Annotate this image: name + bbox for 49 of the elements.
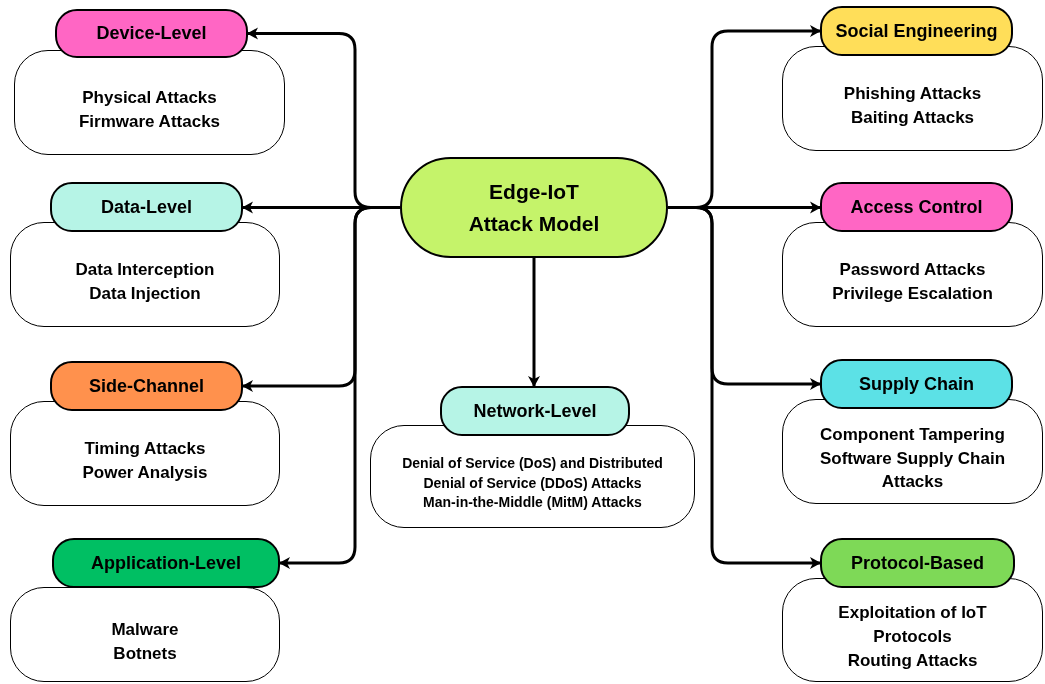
item-text: Baiting Attacks — [850, 106, 975, 129]
category-title: Data-Level — [100, 195, 192, 219]
item-text: Privilege Escalation — [832, 282, 993, 305]
item-text: Botnets — [113, 642, 177, 665]
category-title: Access Control — [850, 195, 983, 219]
title-text: Edge-IoT Attack Model — [467, 179, 601, 237]
category-pill — [820, 182, 1013, 232]
rounded-box — [10, 401, 280, 506]
category-title: Side-Channel — [89, 374, 204, 398]
item-text: Firmware Attacks — [78, 110, 221, 133]
item-text: Denial of Service (DoS) and Distributed Denial of Service (DDoS) Attacks — [401, 454, 664, 493]
item-text: Timing Attacks — [84, 437, 206, 460]
rounded-box — [782, 399, 1043, 504]
item-text: Man-in-the-Middle (MitM) Attacks — [423, 493, 642, 513]
category-title: Protocol-Based — [851, 551, 984, 575]
category-title: Device-Level — [96, 22, 207, 45]
arrow — [668, 206, 821, 569]
arrow — [528, 258, 540, 387]
item-text: Component Tampering — [820, 423, 1005, 446]
rounded-box — [782, 222, 1043, 327]
category-pill — [55, 9, 248, 58]
item-text: Phishing Attacks — [843, 82, 982, 105]
item-text: Data Interception — [75, 258, 215, 281]
item-text: Software Supply Chain Attacks — [818, 447, 1007, 494]
category-pill — [440, 386, 630, 436]
category-title: Application-Level — [91, 551, 241, 575]
item-text: Physical Attacks — [82, 86, 217, 109]
rounded-box — [10, 222, 280, 327]
rounded-box — [782, 46, 1043, 151]
item-text: Malware — [111, 618, 179, 641]
category-pill — [50, 182, 243, 232]
rounded-box — [782, 578, 1043, 682]
item-text: Routing Attacks — [847, 649, 978, 672]
category-title: Supply Chain — [859, 372, 974, 396]
rounded-box — [14, 50, 285, 155]
item-text: Power Analysis — [82, 461, 208, 484]
item-text: Password Attacks — [839, 258, 986, 281]
item-text: Data Injection — [89, 282, 201, 305]
category-pill — [820, 538, 1015, 588]
category-pill — [820, 359, 1013, 409]
category-pill — [50, 361, 243, 411]
category-title: Network-Level — [473, 399, 597, 423]
rounded-box — [10, 587, 280, 682]
category-title: Social Engineering — [835, 19, 998, 43]
arrow — [279, 206, 400, 569]
item-text: Exploitation of IoT Protocols — [837, 602, 988, 649]
rounded-box — [370, 425, 695, 528]
category-pill — [52, 538, 280, 588]
category-pill — [820, 6, 1013, 56]
